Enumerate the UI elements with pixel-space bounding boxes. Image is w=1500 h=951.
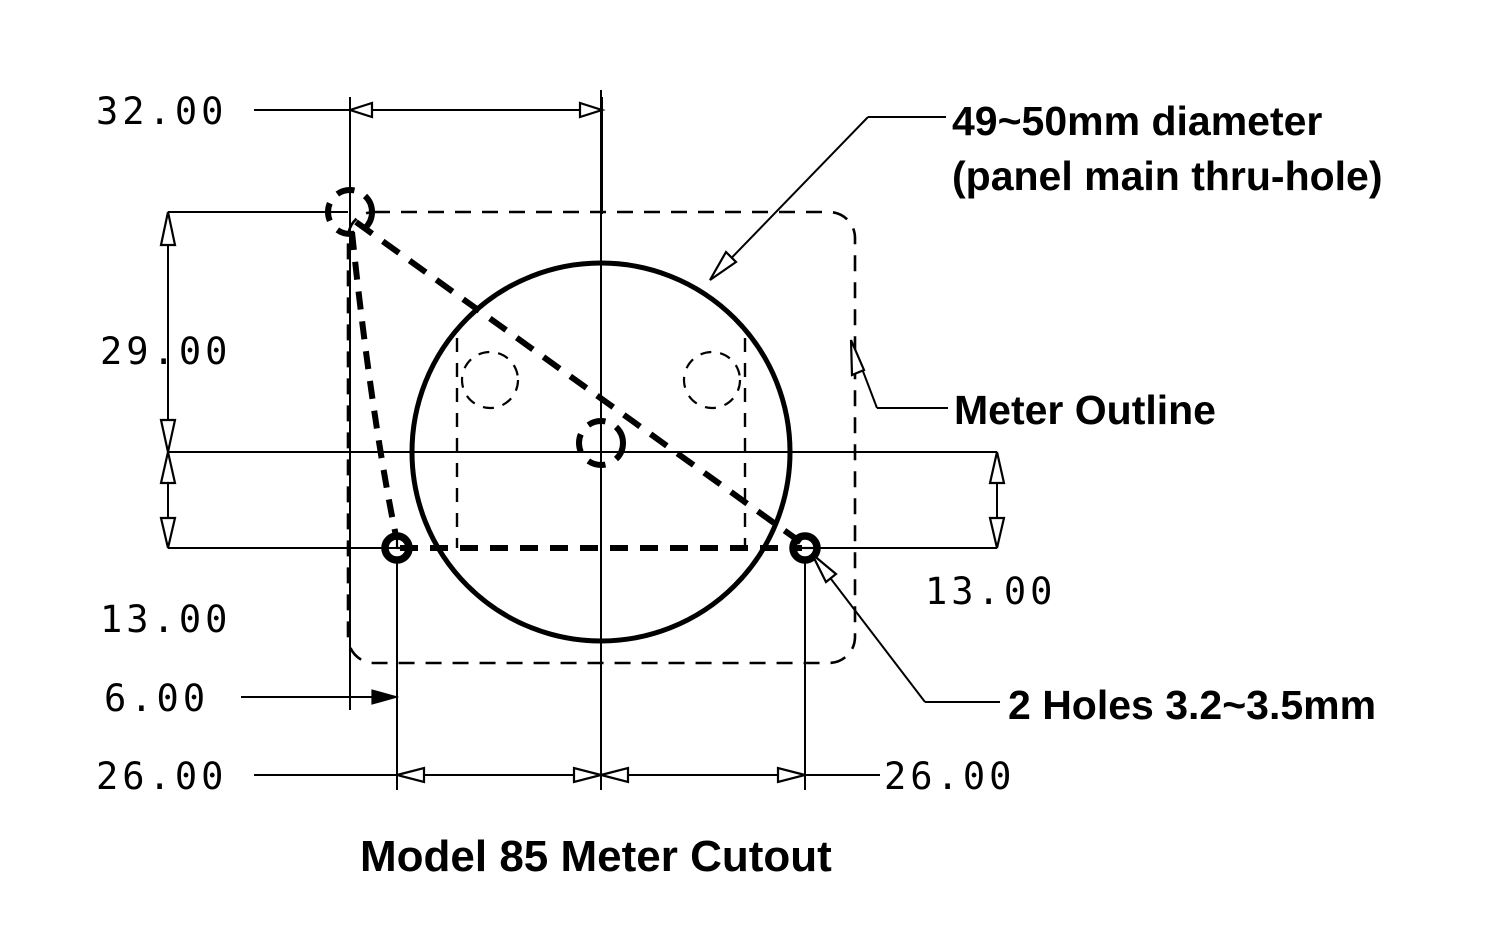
drawing-title: Model 85 Meter Cutout — [360, 832, 832, 881]
dimension-26-right: 26.00 — [596, 755, 1015, 798]
arrowhead-26-right-outward — [776, 766, 810, 784]
arrowhead-32-right — [578, 101, 606, 119]
centerlines-and-extension-lines — [168, 90, 997, 790]
arrowhead-13-right-bottom — [988, 516, 1006, 549]
arrowhead-29-bottom — [159, 418, 177, 453]
dimension-13-right: 13.00 — [925, 451, 1056, 613]
leader-mounting-holes: 2 Holes 3.2~3.5mm — [811, 553, 1376, 728]
arrowhead-29-top — [159, 211, 177, 247]
leader-line-holes-slant — [814, 557, 926, 703]
arrowhead-13-left-top — [159, 451, 177, 485]
inner-feature-circle-right — [682, 350, 742, 410]
arrowhead-meter-outline-leader — [849, 339, 866, 377]
arrowhead-26-right-inner — [596, 766, 630, 784]
dim-label-6: 6.00 — [104, 677, 209, 720]
note-main-hole-line1: 49~50mm diameter — [952, 98, 1322, 144]
dim-label-26-left: 26.00 — [96, 755, 227, 798]
dim-label-32: 32.00 — [96, 90, 227, 133]
arrowhead-main-hole-leader — [709, 250, 738, 281]
dimension-13-left: 13.00 — [100, 451, 231, 641]
diagonal-reference-dashed-line — [354, 219, 808, 549]
dim-label-29: 29.00 — [100, 330, 231, 373]
arrowhead-32-left — [346, 101, 374, 119]
dimension-32: 32.00 — [96, 90, 606, 133]
part-geometry — [325, 187, 857, 665]
leader-meter-outline: Meter Outline — [849, 339, 1216, 433]
dim-label-13-left: 13.00 — [100, 598, 231, 641]
arrowhead-13-right-top — [988, 451, 1006, 485]
dimension-26-left: 26.00 — [96, 755, 606, 798]
arrowhead-6-right — [371, 689, 400, 705]
arrowhead-26-left-inner — [572, 766, 606, 784]
arrowhead-holes-leader — [811, 553, 838, 584]
leader-line-main-hole-slant — [713, 116, 869, 277]
dim-label-13-right: 13.00 — [925, 570, 1056, 613]
dimension-6: 6.00 — [104, 677, 400, 720]
inner-feature-circle-left — [460, 350, 520, 410]
dimension-29: 29.00 — [100, 211, 231, 453]
left-marker-curve-dashed — [349, 231, 399, 537]
leader-main-hole: 49~50mm diameter (panel main thru-hole) — [709, 98, 1383, 281]
note-meter-outline: Meter Outline — [954, 387, 1216, 433]
note-main-hole-line2: (panel main thru-hole) — [952, 153, 1383, 199]
arrowhead-13-left-bottom — [159, 516, 177, 549]
dim-label-26-right: 26.00 — [884, 755, 1015, 798]
note-mounting-holes: 2 Holes 3.2~3.5mm — [1008, 682, 1376, 728]
arrowhead-26-left-outward — [392, 766, 426, 784]
